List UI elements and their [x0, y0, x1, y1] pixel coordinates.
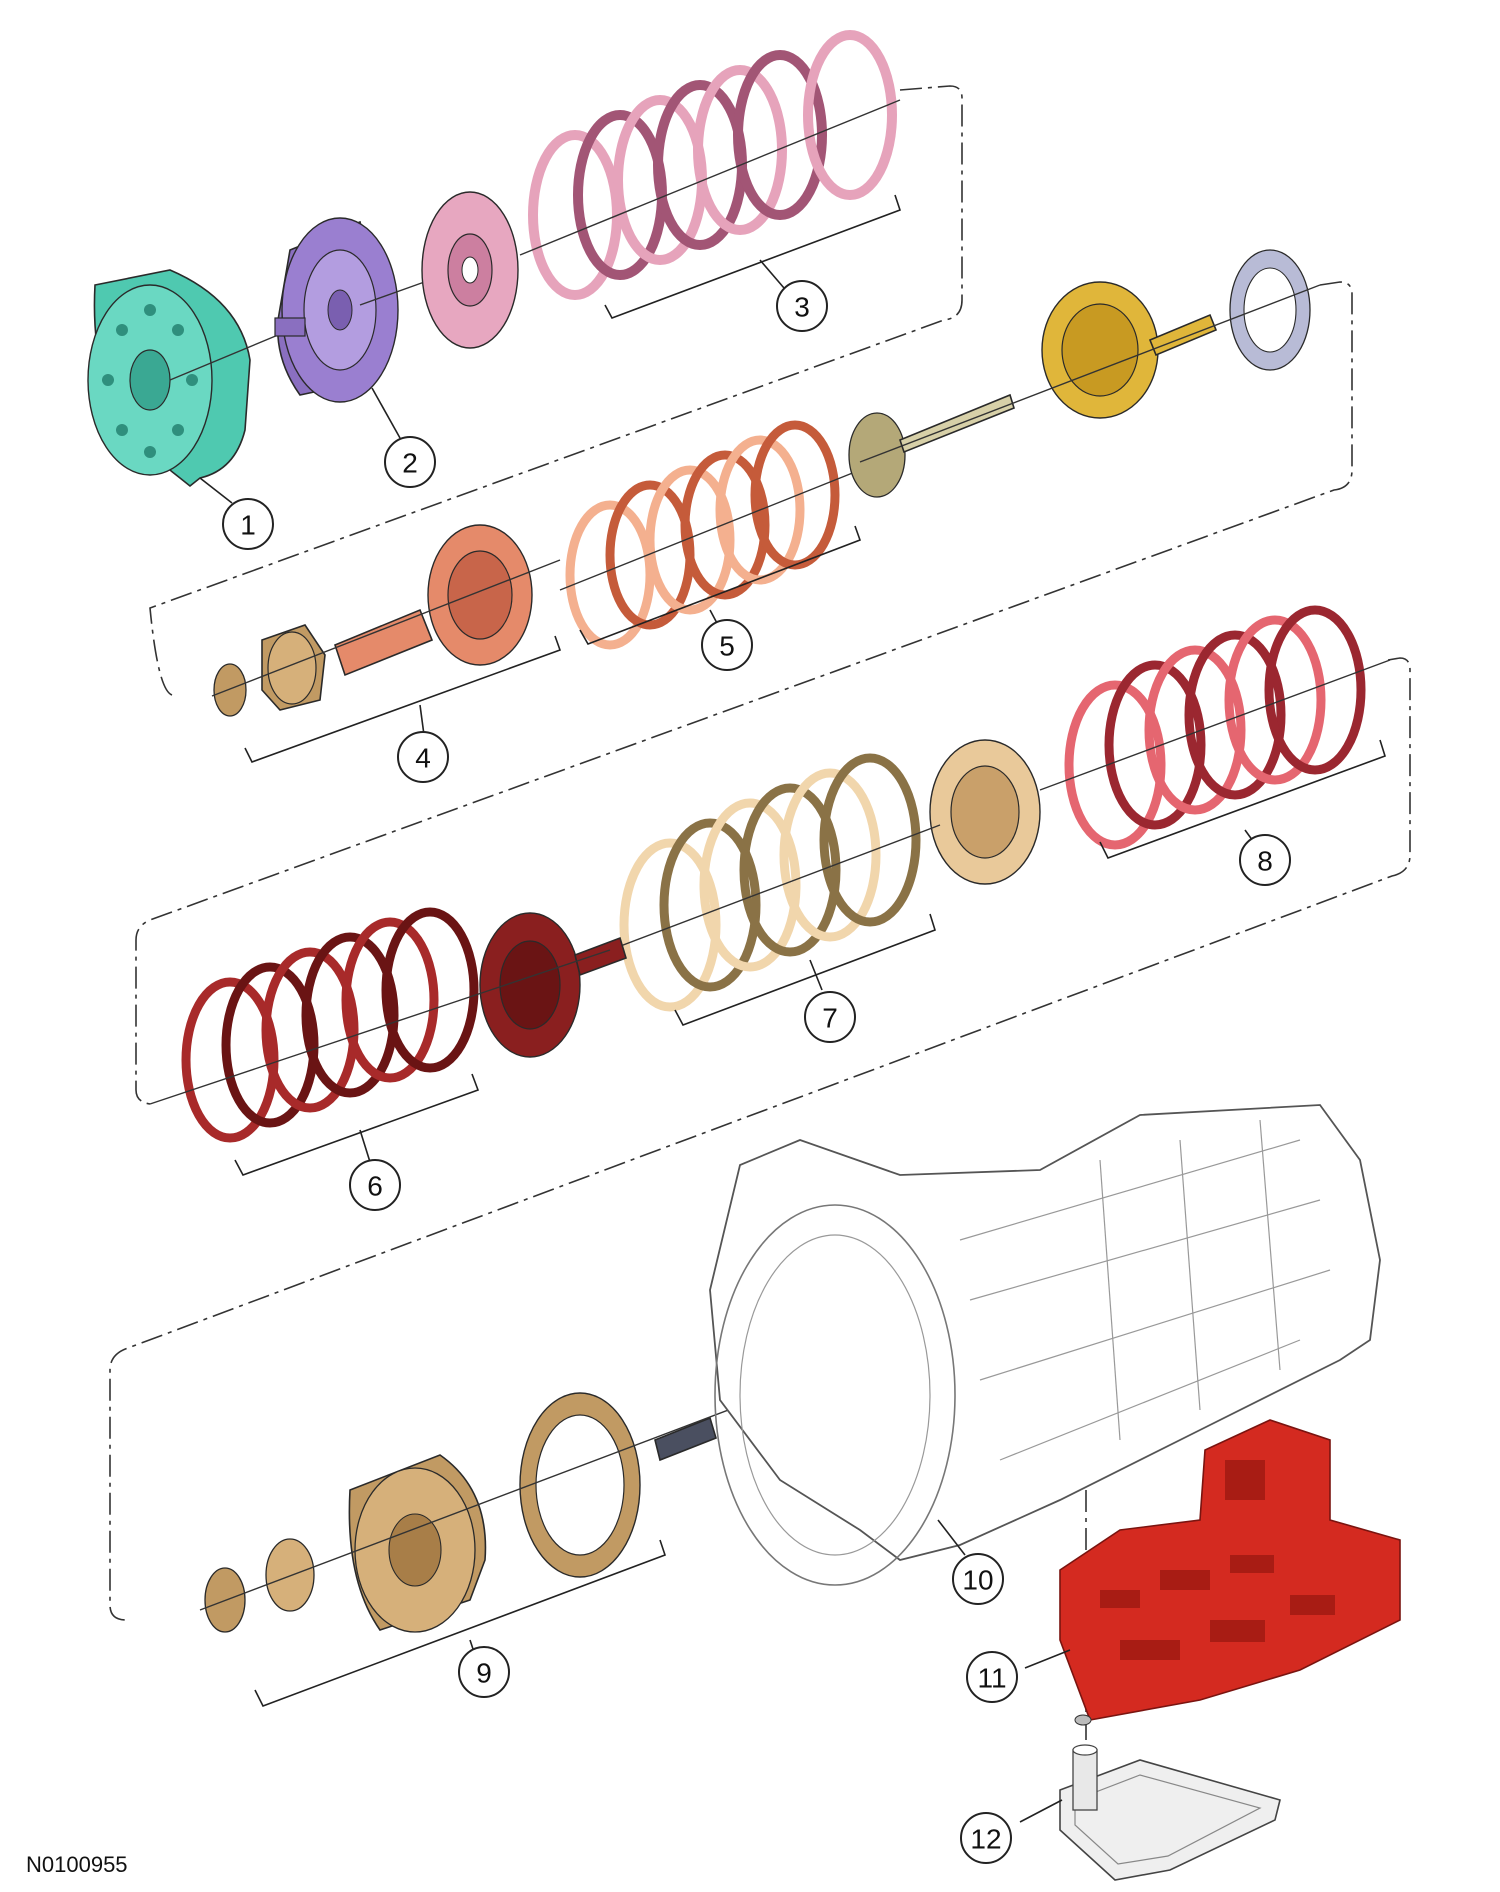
- figure-reference-code: N0100955: [26, 1852, 128, 1877]
- callout-11-label: 11: [977, 1663, 1006, 1694]
- callout-6: 6: [349, 1159, 401, 1211]
- callout-1-label: 1: [240, 510, 256, 541]
- callout-2-label: 2: [402, 448, 418, 479]
- callout-4-label: 4: [415, 743, 431, 774]
- callout-6-label: 6: [367, 1171, 383, 1202]
- callout-12: 12: [960, 1812, 1012, 1864]
- callout-1: 1: [222, 498, 274, 550]
- callout-9: 9: [458, 1646, 510, 1698]
- part-5-clutch-pack: [559, 420, 862, 650]
- part-2-clutch-drum: [274, 217, 431, 403]
- intermediate-shaft-assembly: [848, 249, 1321, 498]
- callout-4: 4: [397, 731, 449, 783]
- part-1-pump-assembly: [87, 269, 291, 488]
- part-9-planetary-gearset: [199, 1344, 901, 1708]
- callout-5: 5: [701, 619, 753, 671]
- part-4-planetary-gearset: [211, 524, 562, 763]
- callout-10: 10: [952, 1553, 1004, 1605]
- callout-3-label: 3: [794, 292, 810, 323]
- part-10-transmission-case: [709, 1104, 1381, 1586]
- part-3-clutch-pack: [421, 30, 902, 349]
- callout-8: 8: [1239, 834, 1291, 886]
- callout-10-label: 10: [962, 1565, 993, 1596]
- callout-5-label: 5: [719, 631, 735, 662]
- part-7-clutch-pack: [609, 753, 941, 1026]
- callout-7-label: 7: [822, 1003, 838, 1034]
- part-8-clutch-pack: [929, 605, 1391, 885]
- callout-11: 11: [966, 1651, 1018, 1703]
- callout-8-label: 8: [1257, 846, 1273, 877]
- part-6-clutch-pack: [149, 907, 627, 1176]
- callout-3: 3: [776, 280, 828, 332]
- callout-2: 2: [384, 436, 436, 488]
- callout-12-label: 12: [970, 1824, 1001, 1855]
- callout-7: 7: [804, 991, 856, 1043]
- part-11-valve-body: [1024, 1419, 1401, 1721]
- part-12-filter: [1019, 1714, 1281, 1881]
- callout-9-label: 9: [476, 1658, 492, 1689]
